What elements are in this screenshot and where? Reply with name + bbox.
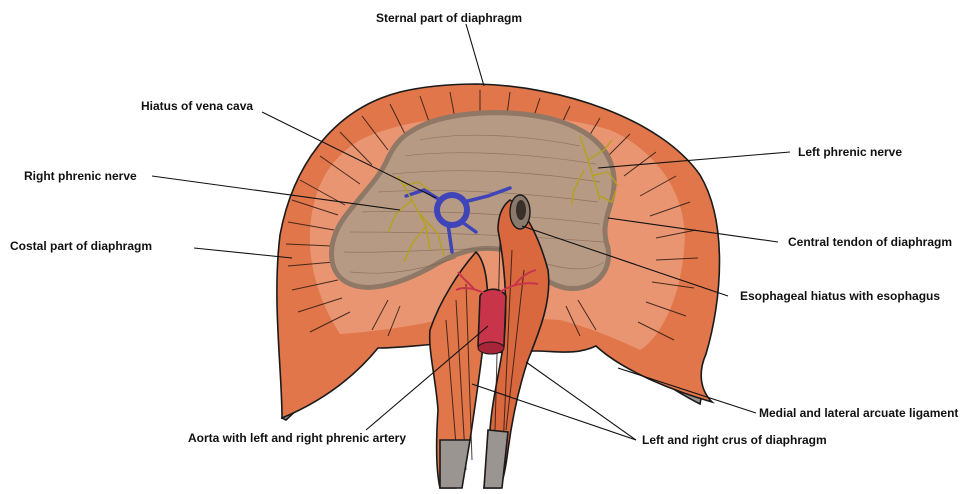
aorta-lumen [478, 342, 504, 354]
leader-sternal-part [466, 24, 484, 86]
label-sternal-part: Sternal part of diaphragm [376, 11, 522, 25]
label-esophageal-hiatus: Esophageal hiatus with esophagus [740, 289, 940, 303]
label-aorta: Aorta with left and right phrenic artery [188, 431, 406, 445]
label-costal-part: Costal part of diaphragm [10, 239, 152, 253]
label-hiatus-vena-cava: Hiatus of vena cava [141, 99, 253, 113]
right-crus-tendon-end [440, 440, 470, 488]
esophagus-lumen [516, 200, 526, 220]
label-left-phrenic-nerve: Left phrenic nerve [798, 145, 902, 159]
leader-costal-part [194, 248, 292, 258]
label-central-tendon: Central tendon of diaphragm [788, 235, 952, 249]
label-arcuate-ligament: Medial and lateral arcuate ligament [759, 406, 958, 420]
label-right-phrenic-nerve: Right phrenic nerve [24, 169, 137, 183]
left-crus-tendon-end [484, 430, 508, 488]
diaphragm-illustration [277, 84, 720, 488]
leader-crus-left [526, 362, 636, 440]
label-crus: Left and right crus of diaphragm [642, 433, 827, 447]
